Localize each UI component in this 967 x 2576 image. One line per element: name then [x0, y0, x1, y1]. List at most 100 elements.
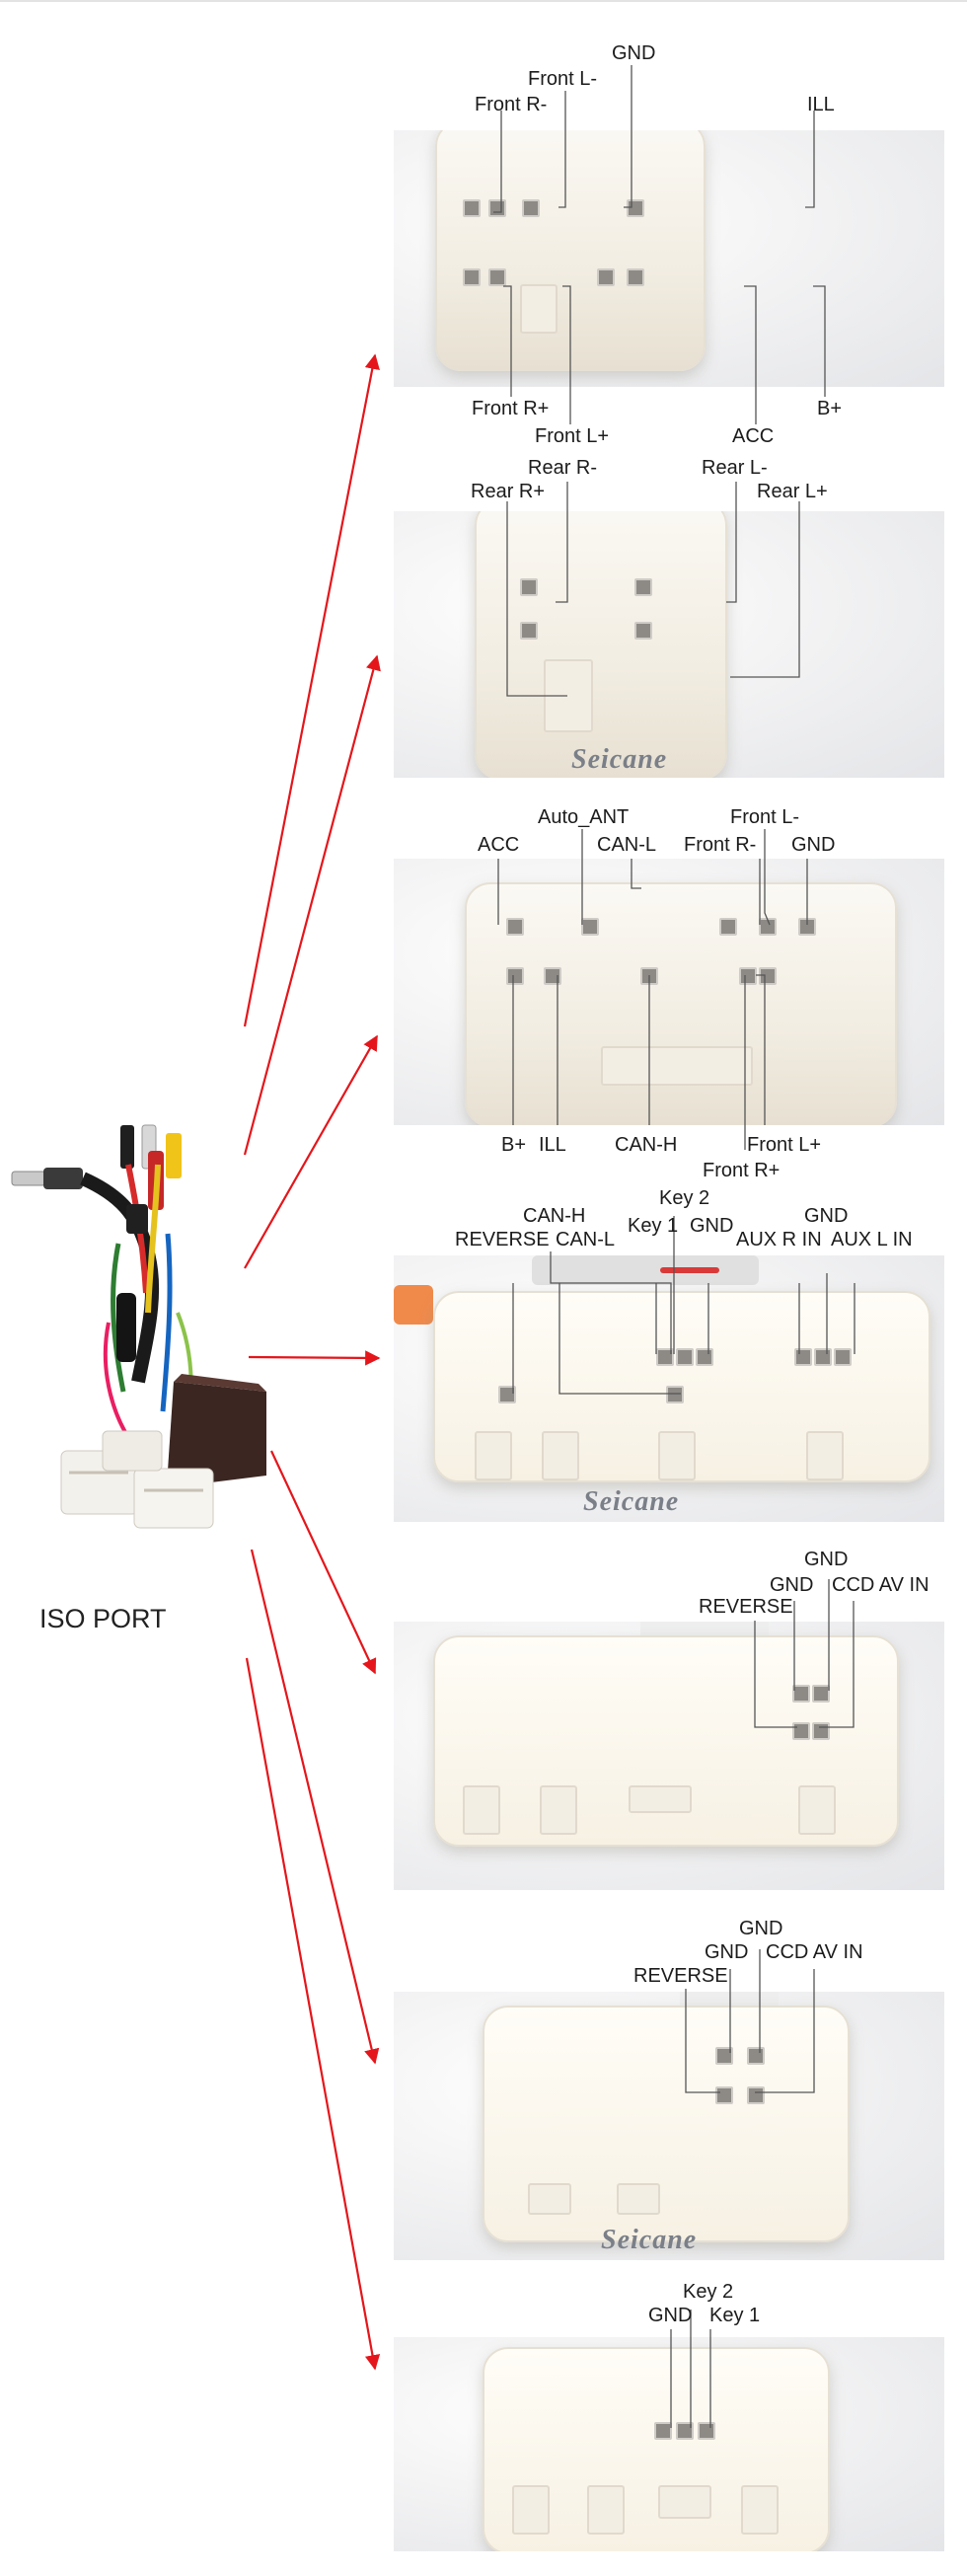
pin-label-gnd: GND	[804, 1205, 849, 1227]
pin	[814, 1348, 832, 1366]
pin-label-front-r-plus: Front R+	[703, 1160, 781, 1181]
pin	[794, 1348, 812, 1366]
pin	[747, 2086, 765, 2104]
pin	[656, 1348, 674, 1366]
pin	[719, 918, 737, 936]
connector-photo-6: Seicane	[394, 1992, 944, 2260]
pin-label-reverse: REVERSE	[633, 1965, 728, 1987]
pin	[739, 967, 757, 985]
pin	[520, 578, 538, 596]
iso-harness-image	[0, 1096, 296, 1579]
arrow-to-panel-7	[245, 1657, 381, 2371]
pin	[792, 1685, 810, 1703]
pin	[747, 2047, 765, 2065]
pin	[506, 967, 524, 985]
connector-body	[435, 130, 706, 371]
pin-label-can-l: CAN-L	[556, 1229, 616, 1250]
pin-label-reverse: REVERSE	[455, 1229, 550, 1250]
pin-label-front-r-plus: Front R+	[472, 398, 550, 419]
connector-foot	[798, 1785, 836, 1835]
pin	[597, 268, 615, 286]
pin-label-rear-l-plus: Rear L+	[757, 481, 828, 502]
pin-label-ill: ILL	[807, 94, 835, 115]
connector-foot	[463, 1785, 500, 1835]
pin	[463, 199, 481, 217]
watermark: Seicane	[571, 744, 668, 775]
harness-illustration	[11, 1124, 266, 1529]
pin	[581, 918, 599, 936]
connector-photo-7	[394, 2337, 944, 2551]
pin-label-can-l: CAN-L	[597, 834, 657, 856]
pin-label-rear-r-plus: Rear R+	[471, 481, 546, 502]
pin-label-gnd: GND	[739, 1918, 783, 1939]
wire-decoration	[532, 1255, 759, 1285]
pin-label-front-r-minus: Front R-	[475, 94, 548, 115]
watermark: Seicane	[583, 1486, 680, 1517]
pin-label-gnd: GND	[690, 1215, 734, 1237]
pin	[522, 199, 540, 217]
pin	[520, 622, 538, 640]
pin-label-key-2: Key 2	[659, 1187, 710, 1209]
pin-label-gnd: GND	[770, 1574, 814, 1596]
top-divider	[0, 0, 967, 2]
pin	[715, 2086, 733, 2104]
connector-body	[475, 511, 727, 778]
connector-photo-3	[394, 859, 944, 1125]
connector-foot	[544, 659, 593, 732]
pin	[715, 2047, 733, 2065]
pin	[627, 199, 644, 217]
pin	[488, 199, 506, 217]
pin-label-acc: ACC	[732, 425, 775, 447]
pin	[463, 268, 481, 286]
pin-label-can-h: CAN-H	[523, 1205, 586, 1227]
pin-label-acc: ACC	[478, 834, 520, 856]
connector-foot	[658, 2485, 711, 2519]
pin	[488, 268, 506, 286]
pin-label-ccd-av-in: CCD AV IN	[832, 1574, 930, 1596]
pin-label-front-r-minus: Front R-	[684, 834, 757, 856]
connector-foot	[520, 284, 558, 334]
pin-label-b-plus: B+	[817, 398, 843, 419]
pin	[792, 1722, 810, 1740]
pin-label-can-h: CAN-H	[615, 1134, 678, 1156]
pin-label-auto-ant: Auto_ANT	[538, 806, 630, 828]
connector-photo-2: Seicane	[394, 511, 944, 778]
pin	[759, 967, 777, 985]
connector-foot	[475, 1431, 512, 1480]
pin-label-ccd-av-in: CCD AV IN	[766, 1941, 863, 1963]
pin-label-gnd: GND	[791, 834, 836, 856]
pin	[812, 1722, 830, 1740]
connector-foot	[806, 1431, 844, 1480]
pin	[627, 268, 644, 286]
pin-label-reverse: REVERSE	[699, 1596, 793, 1618]
connector-foot	[528, 2183, 571, 2215]
pin	[498, 1386, 516, 1403]
pin-label-key-1: Key 1	[709, 2305, 761, 2326]
pin-label-gnd: GND	[705, 1941, 749, 1963]
pin-label-ill: ILL	[539, 1134, 566, 1156]
pin	[666, 1386, 684, 1403]
arrow-to-panel-1	[243, 353, 380, 1027]
connector-body	[465, 882, 897, 1125]
connector-photo-1	[394, 130, 944, 387]
pin	[506, 918, 524, 936]
connector-foot	[741, 2485, 779, 2535]
connector-foot	[540, 1785, 577, 1835]
pin	[634, 622, 652, 640]
pin	[698, 2422, 715, 2440]
wire-decoration	[394, 1285, 433, 1325]
connector-foot	[542, 1431, 579, 1480]
connector-photo-5	[394, 1622, 944, 1890]
pin-label-key-1: Key 1	[628, 1215, 679, 1237]
pin-label-front-l-plus: Front L+	[747, 1134, 822, 1156]
pin	[654, 2422, 672, 2440]
pin	[634, 578, 652, 596]
pin-label-rear-l-minus: Rear L-	[702, 457, 768, 479]
connector-foot	[629, 1785, 692, 1813]
pin	[834, 1348, 852, 1366]
pin	[544, 967, 561, 985]
pin-label-front-l-plus: Front L+	[535, 425, 610, 447]
pin	[676, 2422, 694, 2440]
connector-foot	[601, 1046, 753, 1086]
wire-decoration	[660, 1267, 719, 1273]
